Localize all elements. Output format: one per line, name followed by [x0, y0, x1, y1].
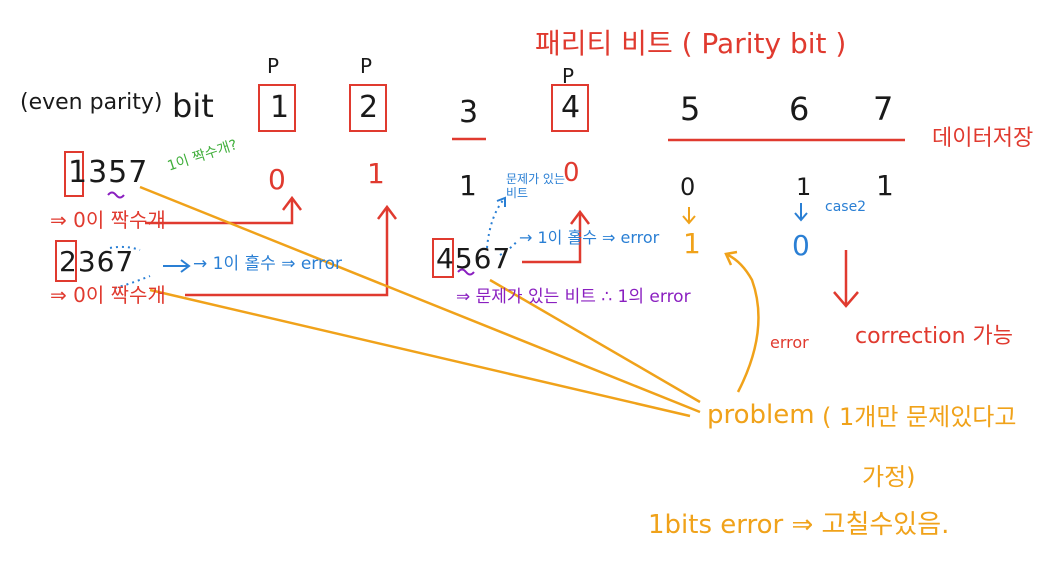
- group3-digits: 4567: [436, 242, 512, 275]
- even-parity-label: (even parity): [20, 90, 163, 115]
- arrowhead-orange-curve: [724, 250, 738, 266]
- arrowhead-bit5: [682, 215, 696, 225]
- received-bit-4: 0: [563, 158, 580, 188]
- group1-digits: 1357: [68, 155, 149, 190]
- squiggle-1357: [107, 191, 125, 199]
- corrected-bit-5: 1: [683, 227, 701, 260]
- group1-result: ⇒ 0이 짝수개: [50, 208, 166, 232]
- dotted-group3-note: [499, 239, 519, 256]
- group2-note: → 1이 홀수 ⇒ error: [193, 254, 342, 274]
- parity-box-4: [551, 84, 589, 132]
- received-bit-5: 0: [680, 173, 696, 201]
- group3-top-note: 문제가 있는 비트: [506, 172, 566, 201]
- received-bit-3: 1: [459, 169, 477, 202]
- orange-line-to-4567: [489, 278, 701, 404]
- bit-label: bit: [172, 87, 214, 125]
- parity-box-2: [349, 84, 387, 132]
- dotted-curve-group3: [486, 197, 506, 249]
- orange-line-to-1357: [139, 185, 701, 414]
- data-storage-label: 데이터저장: [932, 126, 1034, 151]
- arrow-group2-to-bit2: [185, 207, 389, 297]
- parity-marker-4: P: [562, 64, 575, 88]
- orange-curve-to-bit5: [727, 253, 760, 393]
- diagram-title: 패리티 비트 ( Parity bit ): [535, 27, 847, 60]
- parity-box-1: [258, 84, 296, 132]
- arrowhead-group1: [282, 195, 302, 211]
- parity-marker-2: P: [360, 54, 373, 78]
- correction-text: correction 가능: [855, 324, 1014, 349]
- corrected-bit-6: 0: [792, 229, 810, 262]
- group3-highlight-box: [432, 238, 454, 278]
- bit-position-1: 1: [270, 90, 290, 125]
- parity-marker-1: P: [267, 54, 280, 78]
- group2-digits: 2367: [59, 245, 135, 278]
- case-label: case2: [825, 199, 867, 215]
- bit-position-6: 6: [789, 90, 810, 128]
- group2-highlight-box: [55, 240, 77, 282]
- arrowhead-correction: [833, 291, 859, 308]
- orange-line-to-2367: [149, 288, 691, 418]
- arrowhead-group3: [570, 209, 590, 225]
- bit-position-2: 2: [359, 90, 379, 125]
- one-bit-error-statement: 1bits error ⇒ 고칠수있음.: [648, 510, 950, 540]
- problem-note-line1: ( 1개만 문제있다고: [822, 403, 1017, 431]
- arrow-group3-to-bit4: [522, 212, 582, 264]
- group1-highlight-box: [64, 151, 84, 197]
- received-bit-7: 1: [876, 169, 894, 202]
- group3-result: ⇒ 문제가 있는 비트 ∴ 1의 error: [456, 287, 691, 307]
- arrowhead-group2-note: [180, 259, 191, 273]
- received-bit-2: 1: [367, 157, 385, 190]
- group3-note: → 1이 홀수 ⇒ error: [519, 228, 660, 247]
- problem-label: problem: [707, 400, 815, 430]
- received-bit-1: 0: [268, 163, 286, 196]
- arrow-group1-to-bit1: [145, 198, 294, 225]
- arrowhead-group2: [377, 204, 397, 220]
- problem-note-line2: 가정): [862, 463, 916, 491]
- received-bit-6: 1: [796, 173, 812, 201]
- bit-position-5: 5: [680, 90, 701, 128]
- bit-position-4: 4: [561, 90, 581, 125]
- squiggle-4567: [457, 268, 475, 276]
- arrowhead-bit6: [794, 212, 808, 222]
- error-word: error: [770, 333, 809, 352]
- bit-position-7: 7: [873, 90, 894, 128]
- arrowhead-dotted-curve: [496, 196, 506, 207]
- bit-position-3: 3: [459, 95, 479, 130]
- group2-result: ⇒ 0이 짝수개: [50, 283, 166, 307]
